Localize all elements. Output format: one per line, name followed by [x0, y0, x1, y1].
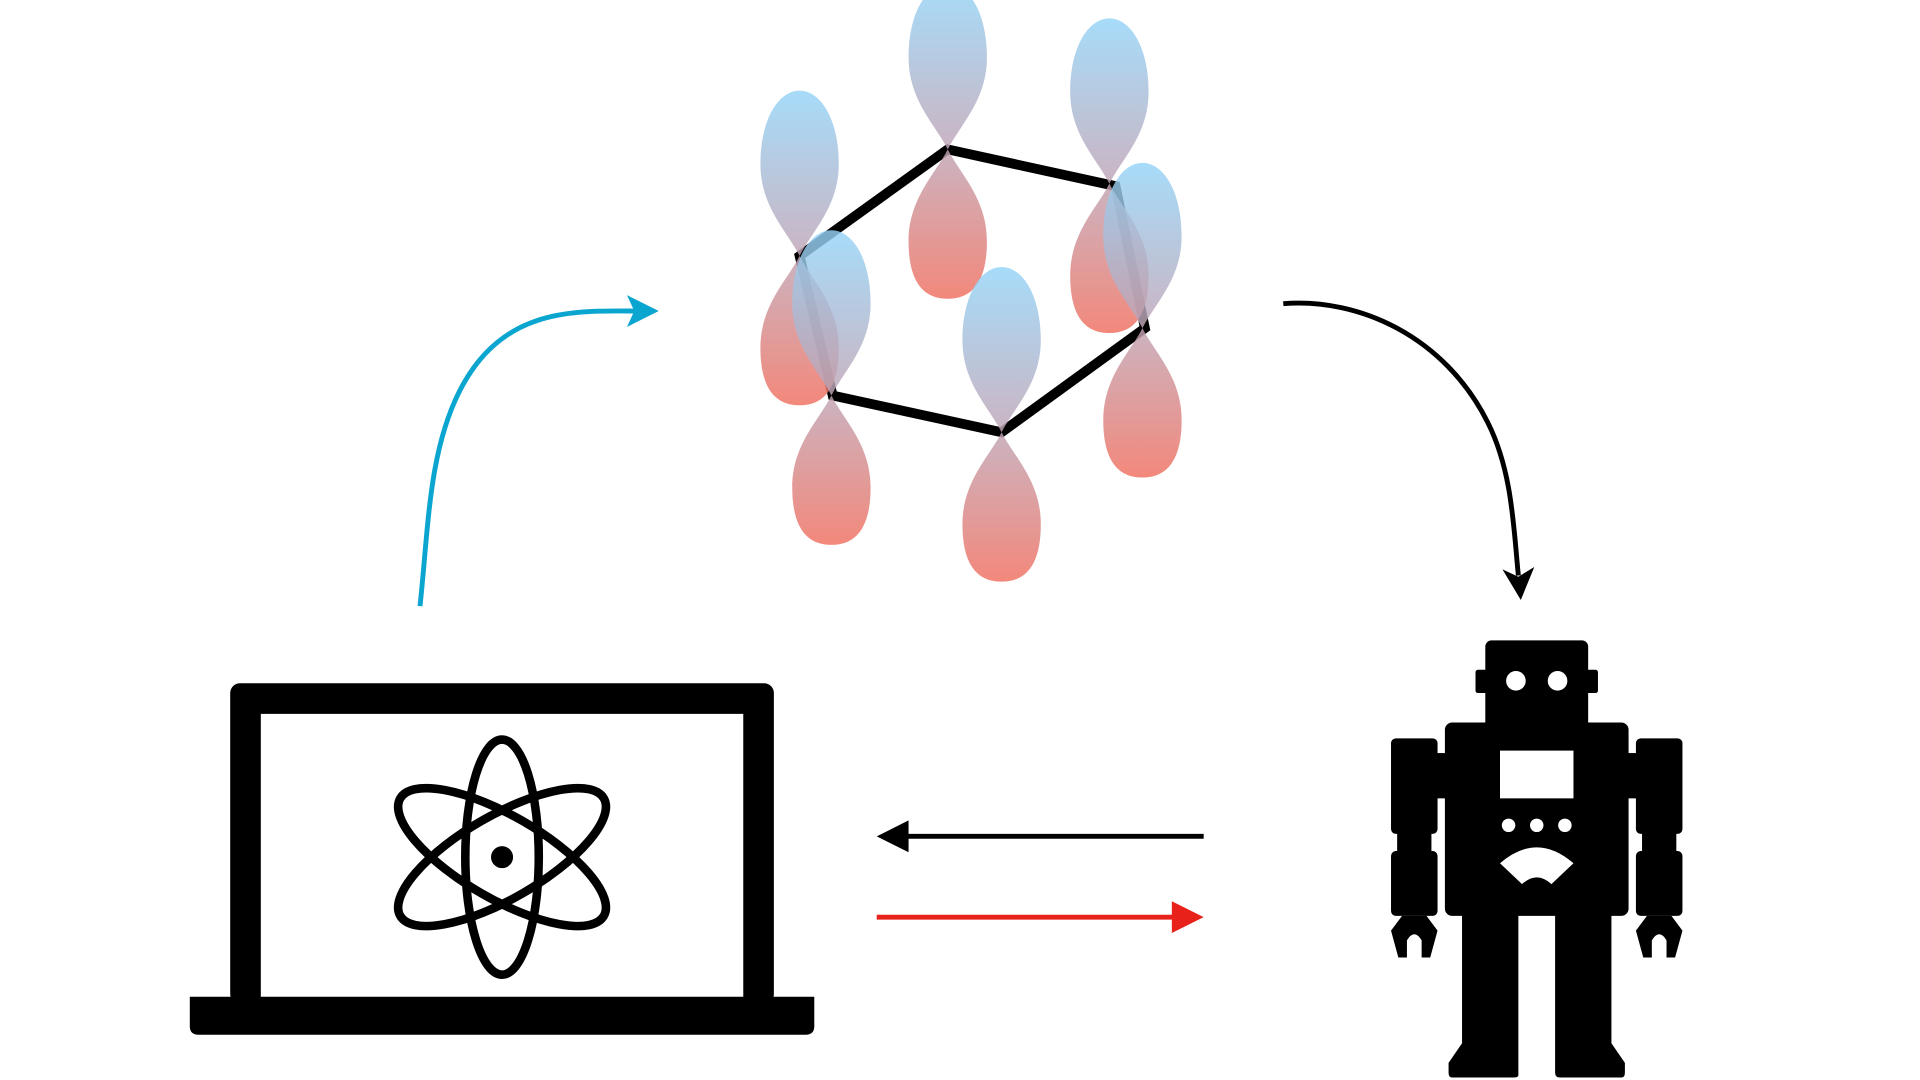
p-orbital-icon: [1103, 162, 1182, 478]
atom-icon: [393, 735, 611, 979]
p-orbital-icon: [792, 230, 871, 545]
robot-icon: [1391, 640, 1683, 1078]
p-orbital-icon: [908, 0, 987, 299]
laptop-icon: [189, 683, 815, 1035]
p-orbital-icon: [962, 266, 1041, 582]
arrow-robot-to-computer: [876, 820, 1204, 853]
arrow-computer-to-molecule: [417, 295, 659, 607]
arrow-computer-to-robot: [876, 901, 1204, 934]
benzene-molecule-icon: [760, 0, 1182, 582]
arrow-molecule-to-robot: [1283, 300, 1535, 600]
